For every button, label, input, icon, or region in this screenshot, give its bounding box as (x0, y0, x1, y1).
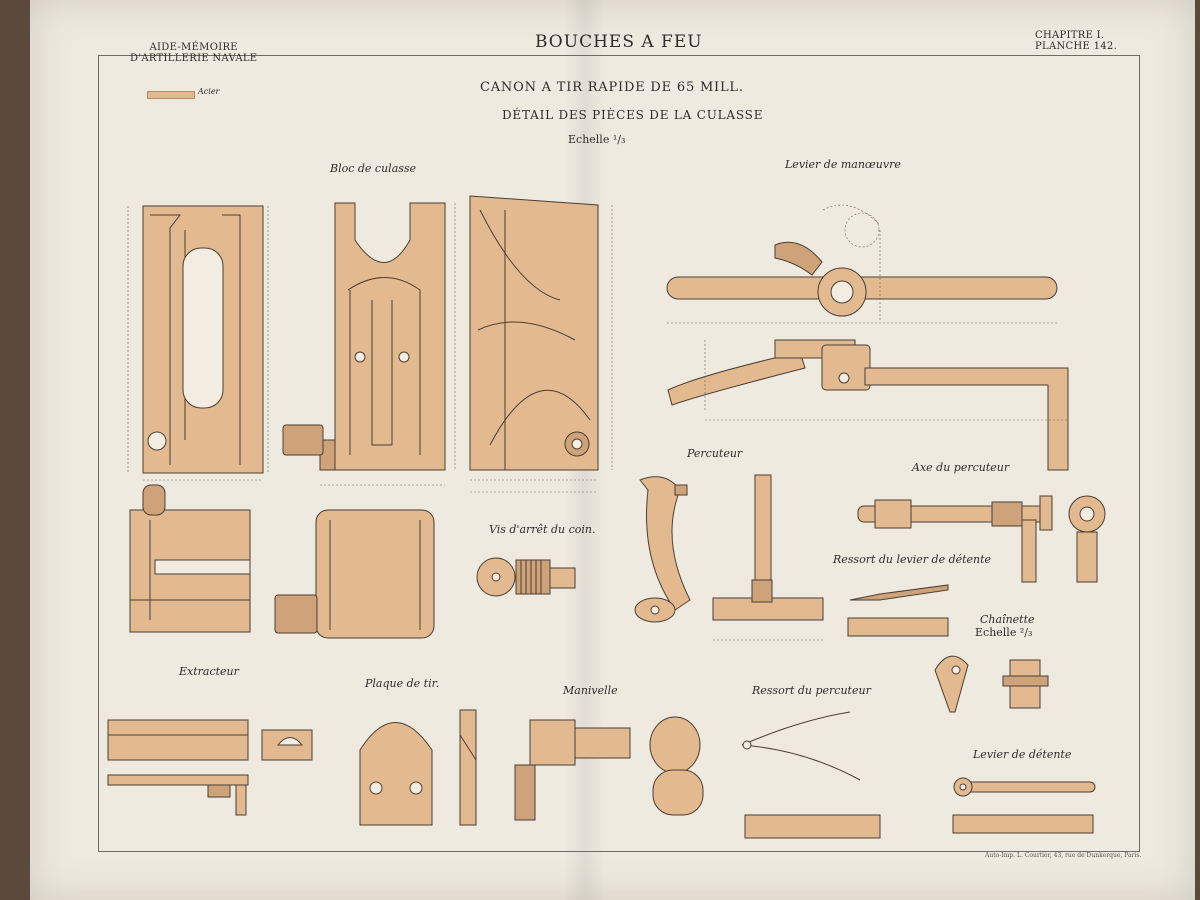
legend-swatch (147, 91, 195, 99)
label-bloc-de-culasse: Bloc de culasse (330, 162, 417, 175)
header-left-line2: D'ARTILLERIE NAVALE (130, 53, 258, 64)
label-levier-de-manoeuvre: Levier de manœuvre (785, 158, 901, 171)
plate-frame (98, 55, 1140, 852)
bloc-side-view (469, 195, 613, 493)
header-title: BOUCHES A FEU (535, 32, 703, 52)
manivelle (514, 716, 704, 821)
plaque-de-tir (359, 709, 477, 826)
label-chainette: Chaînette (980, 613, 1035, 626)
label-plaque-de-tir: Plaque de tir. (365, 677, 440, 690)
axe-percuteur (857, 495, 1106, 583)
percuteur-front (712, 474, 824, 641)
bloc-middle-view (282, 202, 456, 486)
label-axe-du-percuteur: Axe du percuteur (912, 461, 1010, 474)
plate-title: CANON A TIR RAPIDE DE 65 MILL. (480, 80, 744, 95)
bloc-front-view (127, 205, 269, 481)
label-extracteur: Extracteur (179, 665, 239, 678)
label-ressort-levier: Ressort du levier de détente (833, 553, 992, 566)
ressort-percuteur (741, 711, 881, 839)
printer-credit: Auto-Imp. L. Courtier, 43, rue de Dunker… (985, 852, 1142, 859)
levier-manoeuvre-top (666, 204, 1058, 324)
header-left-line1: AIDE-MÉMOIRE (149, 42, 238, 53)
header-right: CHAPITRE I. PLANCHE 142. (1035, 30, 1117, 52)
label-vis-arret: Vis d'arrêt du coin. (489, 523, 596, 536)
ressort-levier (847, 584, 949, 637)
percuteur-side (634, 476, 691, 623)
label-chainette-scale: Echelle ²/₃ (975, 626, 1033, 639)
bloc-rear-view (274, 509, 435, 639)
header-right-line2: PLANCHE 142. (1035, 41, 1118, 52)
legend-label: Acier (198, 87, 220, 96)
plate-scale: Echelle ¹/₃ (568, 133, 626, 146)
bloc-section-lower-left (129, 484, 251, 633)
label-percuteur: Percuteur (687, 447, 743, 460)
extracteur (107, 719, 313, 816)
levier-de-detente (952, 777, 1096, 834)
label-levier-de-detente: Levier de détente (973, 748, 1072, 761)
levier-manoeuvre-bottom (667, 339, 1069, 471)
plate-subtitle: DÉTAIL DES PIÈCES DE LA CULASSE (502, 108, 764, 122)
label-manivelle: Manivelle (563, 684, 618, 697)
vis-arret (476, 557, 576, 597)
header-left: AIDE-MÉMOIRE D'ARTILLERIE NAVALE (130, 42, 257, 64)
label-ressort-percuteur: Ressort du percuteur (752, 684, 871, 697)
chainette (934, 655, 1049, 713)
header-right-line1: CHAPITRE I. (1035, 30, 1105, 41)
